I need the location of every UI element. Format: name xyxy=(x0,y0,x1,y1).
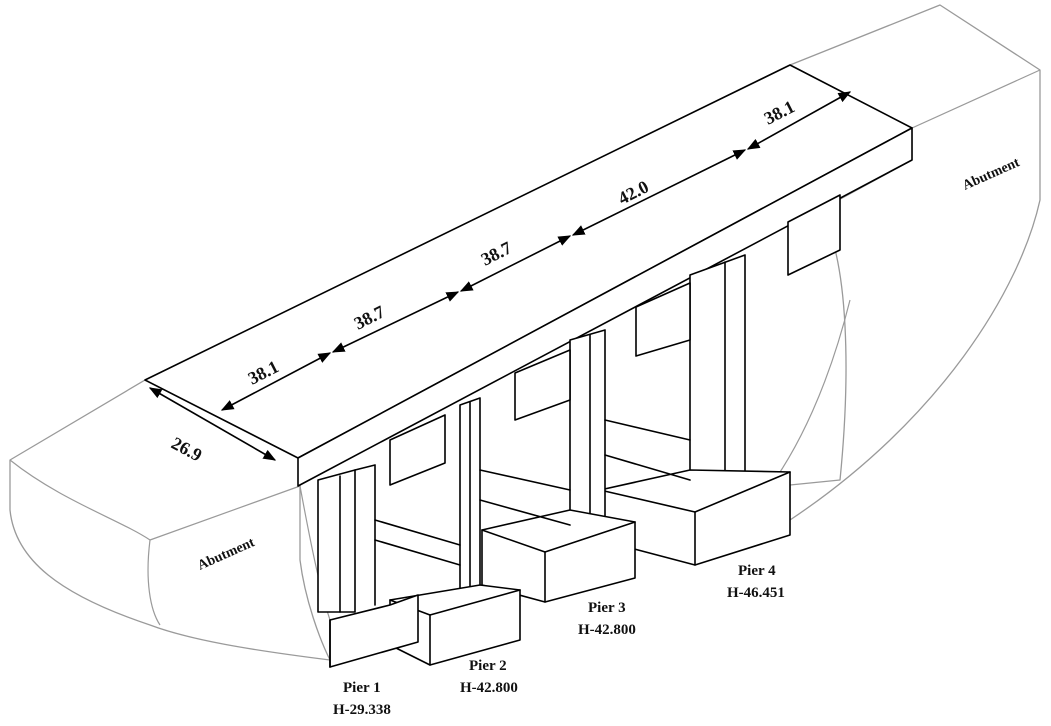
dimension-span-2-line xyxy=(331,291,460,353)
pier-labels: Pier 1 H-29.338 Pier 2 H-42.800 Pier 3 H… xyxy=(333,563,785,718)
dimension-span-4-line xyxy=(571,149,747,236)
pier-3-height: H-42.800 xyxy=(578,622,636,638)
bridge-deck xyxy=(144,64,913,487)
pier-1-structure xyxy=(317,414,461,668)
pier-2-name: Pier 2 xyxy=(469,658,507,674)
pier-2-height: H-42.800 xyxy=(460,680,518,696)
dimension-lines xyxy=(148,91,852,461)
pier-1-name: Pier 1 xyxy=(343,680,381,696)
pier-1-height: H-29.338 xyxy=(333,702,391,718)
pier-3-structure xyxy=(481,282,691,603)
pier-4-height: H-46.451 xyxy=(727,585,785,601)
dimension-width-line xyxy=(148,387,277,461)
dimension-span-1-line xyxy=(220,352,332,411)
pier-2-structure xyxy=(389,349,571,666)
pier-4-name: Pier 4 xyxy=(738,563,776,579)
dimension-span-3-line xyxy=(459,235,572,292)
dimension-span-5-line xyxy=(746,91,852,150)
pier-3-name: Pier 3 xyxy=(588,600,626,616)
pier-4-structure xyxy=(599,194,841,566)
